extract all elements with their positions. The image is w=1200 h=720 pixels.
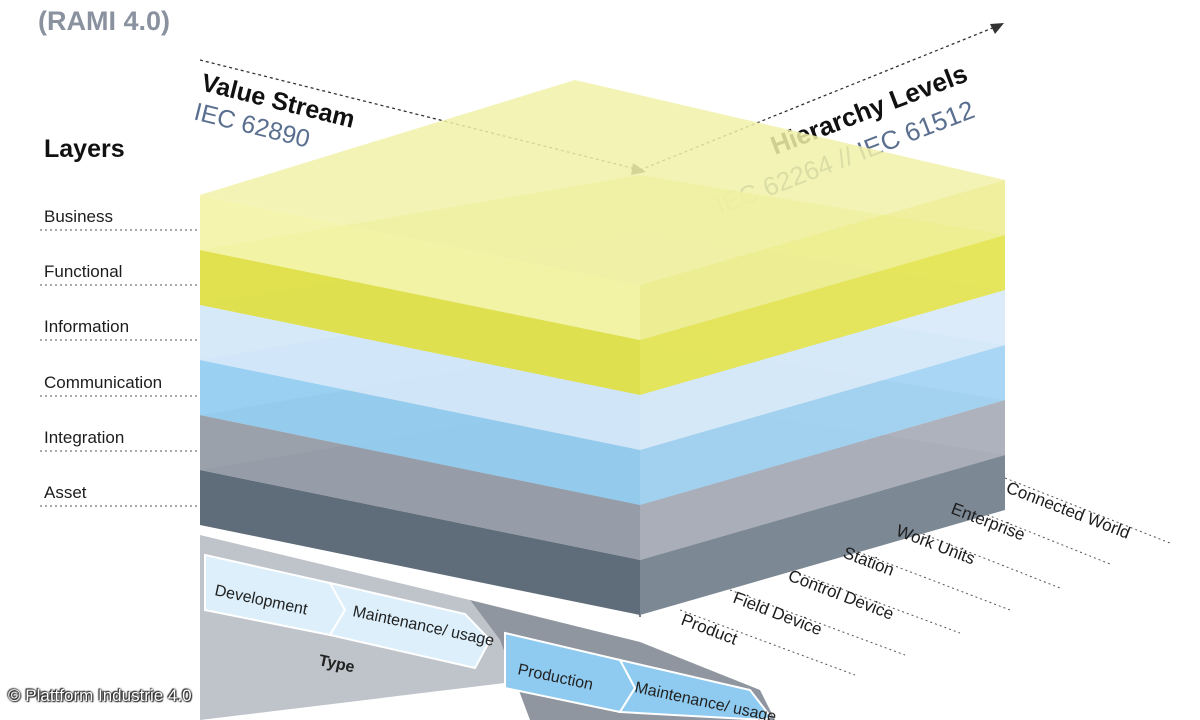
layers-heading: Layers: [44, 135, 125, 163]
level-field-device: Field Device: [731, 588, 825, 639]
layer-label-information: Information: [44, 317, 129, 336]
layer-label-asset: Asset: [44, 483, 87, 502]
hierarchy-arrow-head: [990, 23, 1004, 34]
level-product: Product: [679, 610, 741, 649]
layer-guides: [40, 229, 200, 507]
diagram-title: (RAMI 4.0): [38, 6, 170, 36]
layer-label-functional: Functional: [44, 262, 122, 281]
life-cycle-instance: Production Maintenance/ usage: [470, 600, 778, 720]
layer-slab-business: [200, 80, 1005, 340]
layer-label-integration: Integration: [44, 428, 124, 447]
layer-label-business: Business: [44, 207, 113, 226]
hierarchy-guides: [679, 477, 1171, 676]
layer-label-communication: Communication: [44, 373, 162, 392]
copyright-notice: © Plattform Industrie 4.0: [8, 686, 192, 705]
value-stream-label-group: Value Stream IEC 62890: [191, 69, 357, 154]
life-cycle-type: Development Maintenance/ usage Type: [200, 535, 530, 720]
